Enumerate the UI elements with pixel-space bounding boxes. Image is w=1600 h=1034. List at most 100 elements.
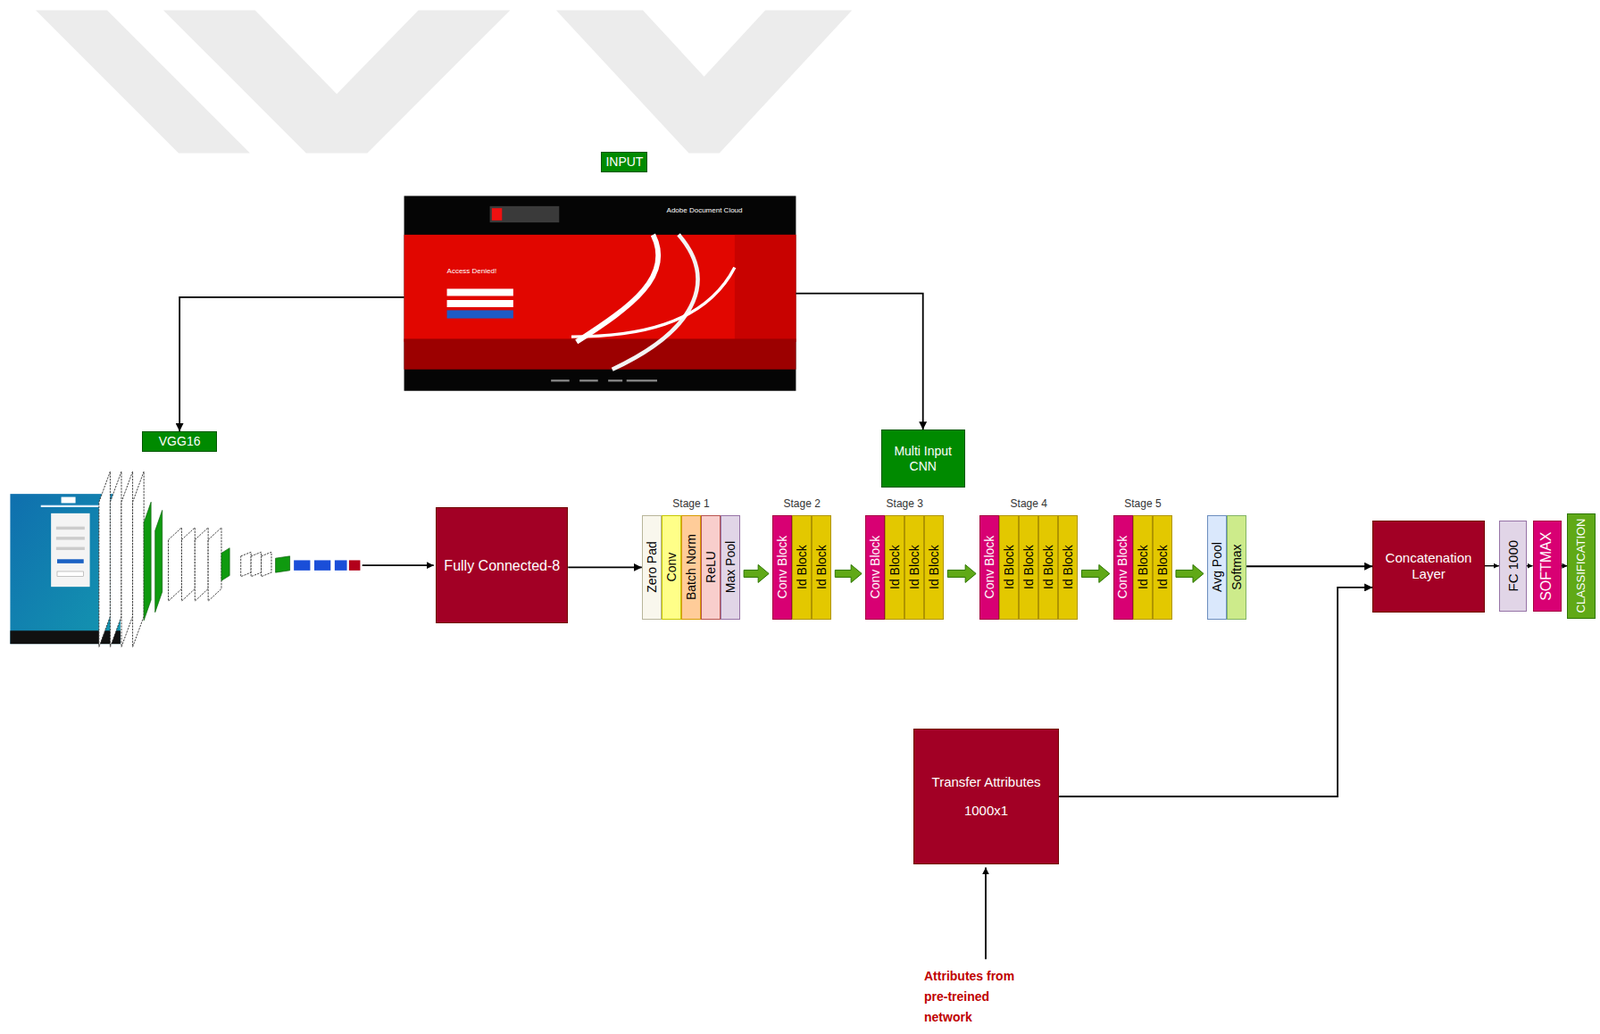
layer-label: Conv Block [1116,535,1131,600]
stage-group: Stage 4Conv BlockId BlockId BlockId Bloc… [979,515,1078,620]
vgg-input-field [56,536,85,540]
layer-block: Id Block [811,515,832,620]
watermark-chevron [163,9,511,153]
screenshot-field [447,300,514,308]
screenshot-banner [404,234,797,342]
input-tag: INPUT [600,151,648,173]
screenshot-frame [404,195,797,391]
layer-label: Id Block [1001,545,1017,591]
node-text: Multi Input CNN [882,443,965,475]
flow-arrow [1561,565,1568,567]
screenshot-swoosh [612,234,699,370]
layer-block: Id Block [1133,515,1153,620]
layer-block: Conv [661,515,682,620]
vgg-input-logo [61,497,76,504]
conv-slab [168,527,183,601]
pool-slab [155,509,163,612]
screenshot-shade [734,234,797,342]
layer-label: Avg Pool [1209,542,1225,593]
flow-arrow [567,566,642,569]
layer-label: Softmax [1229,544,1244,591]
leader-arrow [984,866,987,959]
layer-block: Id Block [884,515,905,620]
flow-arrow [795,293,923,431]
stage-title: Stage 2 [772,497,832,510]
label-holder: Attributes from pre-treined network [924,966,1036,1028]
layer-block: Id Block [1058,515,1078,620]
layer-label: Zero Pad [644,541,659,594]
layer-block: Conv Block [865,515,885,620]
stage-group: Stage 1Zero PadConvBatch NormReLUMax Poo… [641,515,741,620]
model-box: Multi Input CNN [881,429,966,488]
screenshot-field [447,288,514,296]
conv-slab [208,527,222,601]
layer-block: Softmax [1226,515,1247,620]
vgg-input-button [57,558,84,564]
process-box: Concatenation Layer [1372,520,1485,613]
layer-label: Conv [664,552,679,583]
layer-block: Id Block [999,515,1019,620]
block-arrow [834,564,862,583]
layer-label: Id Block [1155,545,1170,591]
conv-slab [181,527,195,601]
layer-label: Id Block [1135,545,1150,591]
layer-block: Id Block [1018,515,1039,620]
screenshot-text: Access Denied! [447,266,498,276]
layer-block: Id Block [1038,515,1059,620]
layer-block: Id Block [924,515,944,620]
conv-slab [241,551,251,576]
screenshot-logo [490,206,560,223]
node-text: VGG16 [158,433,201,450]
layer-label: Id Block [814,545,829,591]
layer-label: Id Block [1041,545,1056,591]
layer-block: Id Block [791,515,812,620]
stage-group: Stage 5Conv BlockId BlockId Block [1113,515,1173,620]
layer-label: Max Pool [723,541,738,593]
flow-arrow [362,564,434,567]
layer-block: Conv Block [772,515,792,620]
model-tag: VGG16 [141,431,218,452]
process-box: Transfer Attributes1000x1 [913,728,1059,865]
layer-label: Conv Block [867,535,883,600]
screenshot-swoosh [576,234,659,342]
conv-slab [133,471,145,648]
block-arrow [1175,564,1204,583]
layer-block: Id Block [1152,515,1173,620]
stage-title: Stage 1 [641,497,741,510]
conv-slab [121,471,134,648]
node-text: INPUT [605,154,643,170]
block-arrow [743,564,769,583]
conv-slab [250,551,261,576]
pool-slab [275,556,291,573]
conv-slab [261,551,272,576]
input-screenshot: Adobe Document CloudAccess Denied! [404,195,797,391]
dense-block [334,559,348,570]
stage-group: Stage 3Conv BlockId BlockId BlockId Bloc… [865,515,944,620]
annotation-label: Attributes from pre-treined network [924,966,1036,1028]
layer-block: Conv Block [1113,515,1134,620]
stage-title: Stage 3 [865,497,944,510]
layer-label: Conv Block [775,535,790,600]
layer-label: CLASSIFICATION [1575,518,1589,614]
flow-arrow [179,297,404,432]
screenshot-footer [608,379,623,382]
layer-label: Id Block [1060,545,1075,591]
screenshot-footer [550,379,570,382]
conv-slab [194,527,209,601]
node-text: Fully Connected-8 [443,557,560,575]
output-block: CLASSIFICATION [1566,513,1596,619]
layer-block: Conv Block [979,515,1000,620]
layer-block: Max Pool [720,515,741,620]
stage-title: Stage 5 [1113,497,1173,510]
stage-group: Stage 2Conv BlockId BlockId Block [772,515,832,620]
conv-slab [109,471,122,648]
output-block [349,559,361,570]
screenshot-band [404,338,797,369]
dense-block [293,559,310,570]
layer-label: Batch Norm [683,533,699,600]
screenshot-footer [579,379,599,382]
layer-block: Avg Pool [1207,515,1227,620]
node-text: Concatenation Layer [1373,550,1484,583]
vgg-input-button [57,571,84,577]
conv-slab [99,471,111,648]
